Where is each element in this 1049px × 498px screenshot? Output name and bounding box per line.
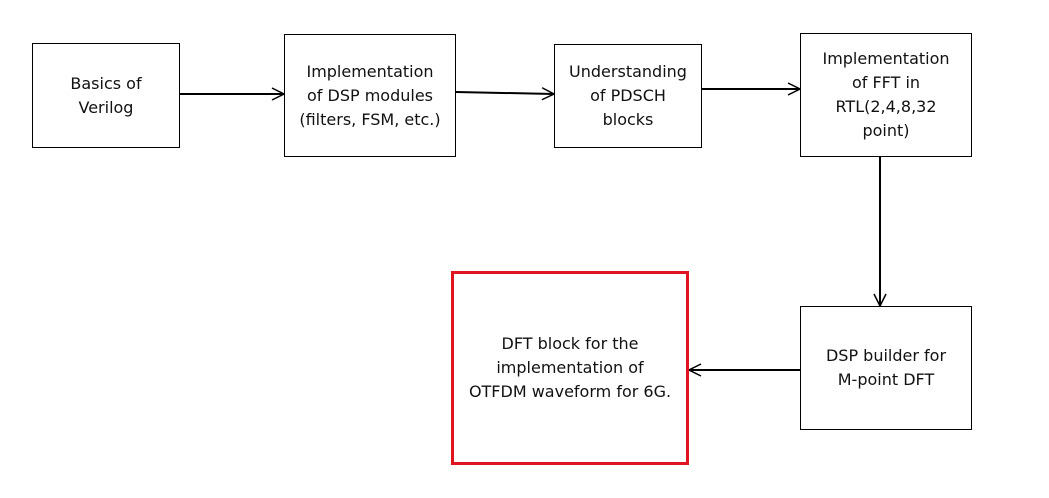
node-dsp-modules: Implementation of DSP modules (filters, … — [284, 34, 456, 157]
arrow-dsp-modules-to-pdsch — [455, 92, 554, 94]
node-dsp-builder: DSP builder for M-point DFT — [800, 306, 972, 430]
node-basics-of-verilog: Basics of Verilog — [32, 43, 180, 148]
node-fft-rtl: Implementation of FFT in RTL(2,4,8,32 po… — [800, 33, 972, 157]
node-pdsch-blocks: Understanding of PDSCH blocks — [554, 44, 702, 148]
node-dft-block-highlighted: DFT block for the implementation of OTFD… — [451, 271, 689, 465]
